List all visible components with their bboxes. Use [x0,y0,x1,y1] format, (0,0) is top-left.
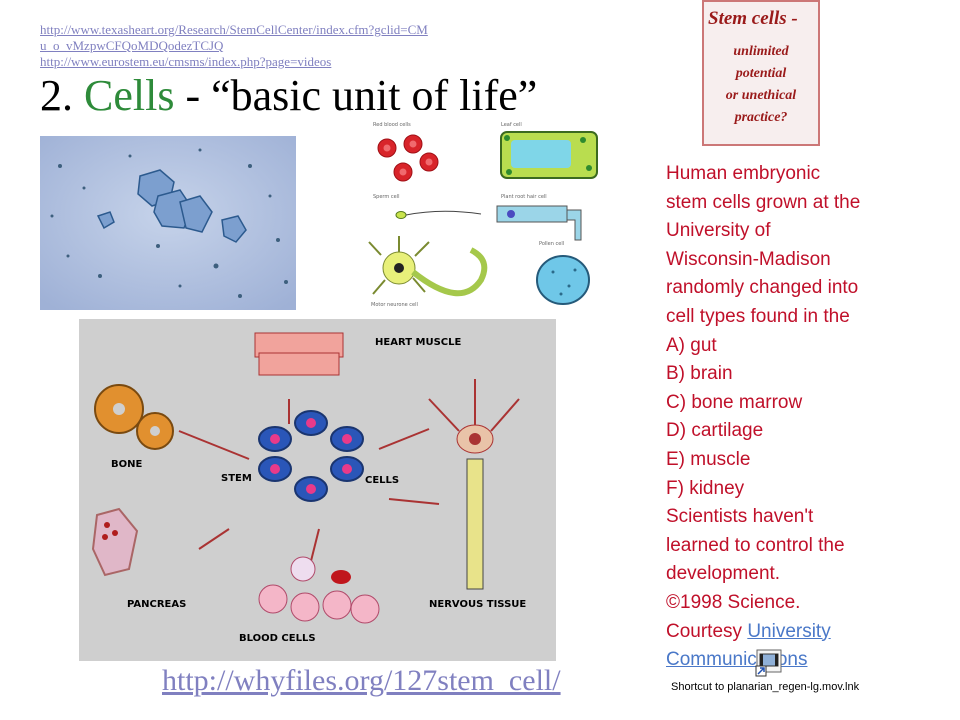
video-shortcut-icon[interactable] [754,646,786,678]
label-cells: CELLS [365,475,399,486]
courtesy-text: Courtesy [666,620,748,642]
sticker-heading: Stem cells - [708,8,798,29]
label-leaf: Leaf cell [501,122,522,128]
stem-cells-question-image: Stem cells - unlimited potential or unet… [702,0,820,146]
note-line: A) gut [666,334,717,356]
label-nervous-tissue: NERVOUS TISSUE [429,599,526,610]
label-root-hair: Plant root hair cell [501,194,547,200]
note-line: E) muscle [666,448,751,470]
eurostem-link[interactable]: http://www.eurostem.eu/cmsms/index.php?p… [40,54,332,69]
note-line: D) cartilage [666,420,764,442]
top-links: http://www.texasheart.org/Research/StemC… [40,22,530,70]
label-stem: STEM [221,473,252,484]
embryonic-stem-cells-note: Human embryonic stem cells grown at the … [666,160,956,675]
note-line: F) kidney [666,477,745,499]
note-line: University of [666,220,771,242]
label-heart-muscle: HEART MUSCLE [375,337,461,348]
note-line: Scientists haven't [666,506,814,528]
university-link[interactable]: University [747,620,831,642]
title-cells-word: Cells [84,71,175,120]
texasheart-link-cont[interactable]: u_o_vMzpwCFQoMDQodezTCJQ [40,38,224,53]
title-number: 2. [40,71,73,120]
communications-line: Communications [666,646,956,675]
note-line: cell types found in the [666,305,850,327]
cell-types-illustration: Red blood cells Leaf cell Sperm cell Pla… [351,110,609,316]
texasheart-link[interactable]: http://www.texasheart.org/Research/StemC… [40,22,428,37]
sticker-line: unlimited [733,44,789,59]
label-bone: BONE [111,459,142,470]
note-line: Human embryonic [666,163,821,184]
note-line: Wisconsin-Madison [666,248,831,270]
label-pollen: Pollen cell [539,241,564,247]
sticker-line: practice? [734,110,788,125]
note-line: randomly changed into [666,277,859,299]
label-blood-cells: BLOOD CELLS [239,633,316,644]
sticker-line: potential [735,66,787,81]
shortcut-label[interactable]: Shortcut to planarian_regen-lg.mov.lnk [671,681,860,693]
cheek-cells-micrograph [40,136,296,310]
label-motor-neurone: Motor neurone cell [371,302,418,308]
label-sperm: Sperm cell [373,194,399,200]
note-line: stem cells grown at the [666,191,861,213]
note-line: ©1998 Science. [666,591,801,613]
note-line: B) brain [666,363,733,385]
whyfiles-link[interactable]: http://whyfiles.org/127stem_cell/ [162,664,561,697]
label-red-blood: Red blood cells [373,122,411,128]
sticker-line: or unethical [725,88,797,103]
stem-cell-differentiation-diagram: HEART MUSCLE BONE STEM CELLS PANCREAS BL… [79,319,556,661]
note-line: development. [666,563,781,585]
label-pancreas: PANCREAS [127,599,186,610]
note-line: C) bone marrow [666,391,803,413]
note-line: learned to control the [666,534,845,556]
communications-link[interactable]: Communications [666,649,808,671]
courtesy-line: Courtesy University [666,618,956,647]
